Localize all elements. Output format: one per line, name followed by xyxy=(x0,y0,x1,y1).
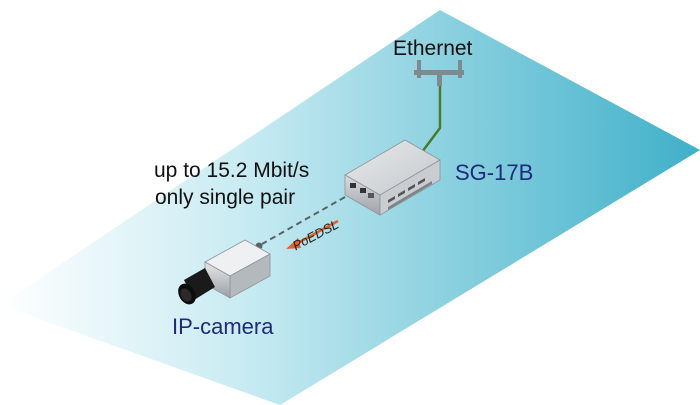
switch-box-icon xyxy=(344,139,441,216)
ethernet-label: Ethernet xyxy=(393,37,473,60)
ip-camera-icon xyxy=(178,239,271,305)
ethernet-cable xyxy=(421,86,442,153)
device-label: SG-17B xyxy=(455,160,534,185)
dsl-link-line xyxy=(261,196,346,245)
direction-arrow-icon xyxy=(286,219,339,249)
pair-label: only single pair xyxy=(155,186,296,209)
speed-label: up to 15.2 Mbit/s xyxy=(154,159,310,182)
floor-plane xyxy=(0,10,700,405)
ethernet-connector-icon xyxy=(414,60,464,86)
camera-label: IP-camera xyxy=(172,314,274,339)
